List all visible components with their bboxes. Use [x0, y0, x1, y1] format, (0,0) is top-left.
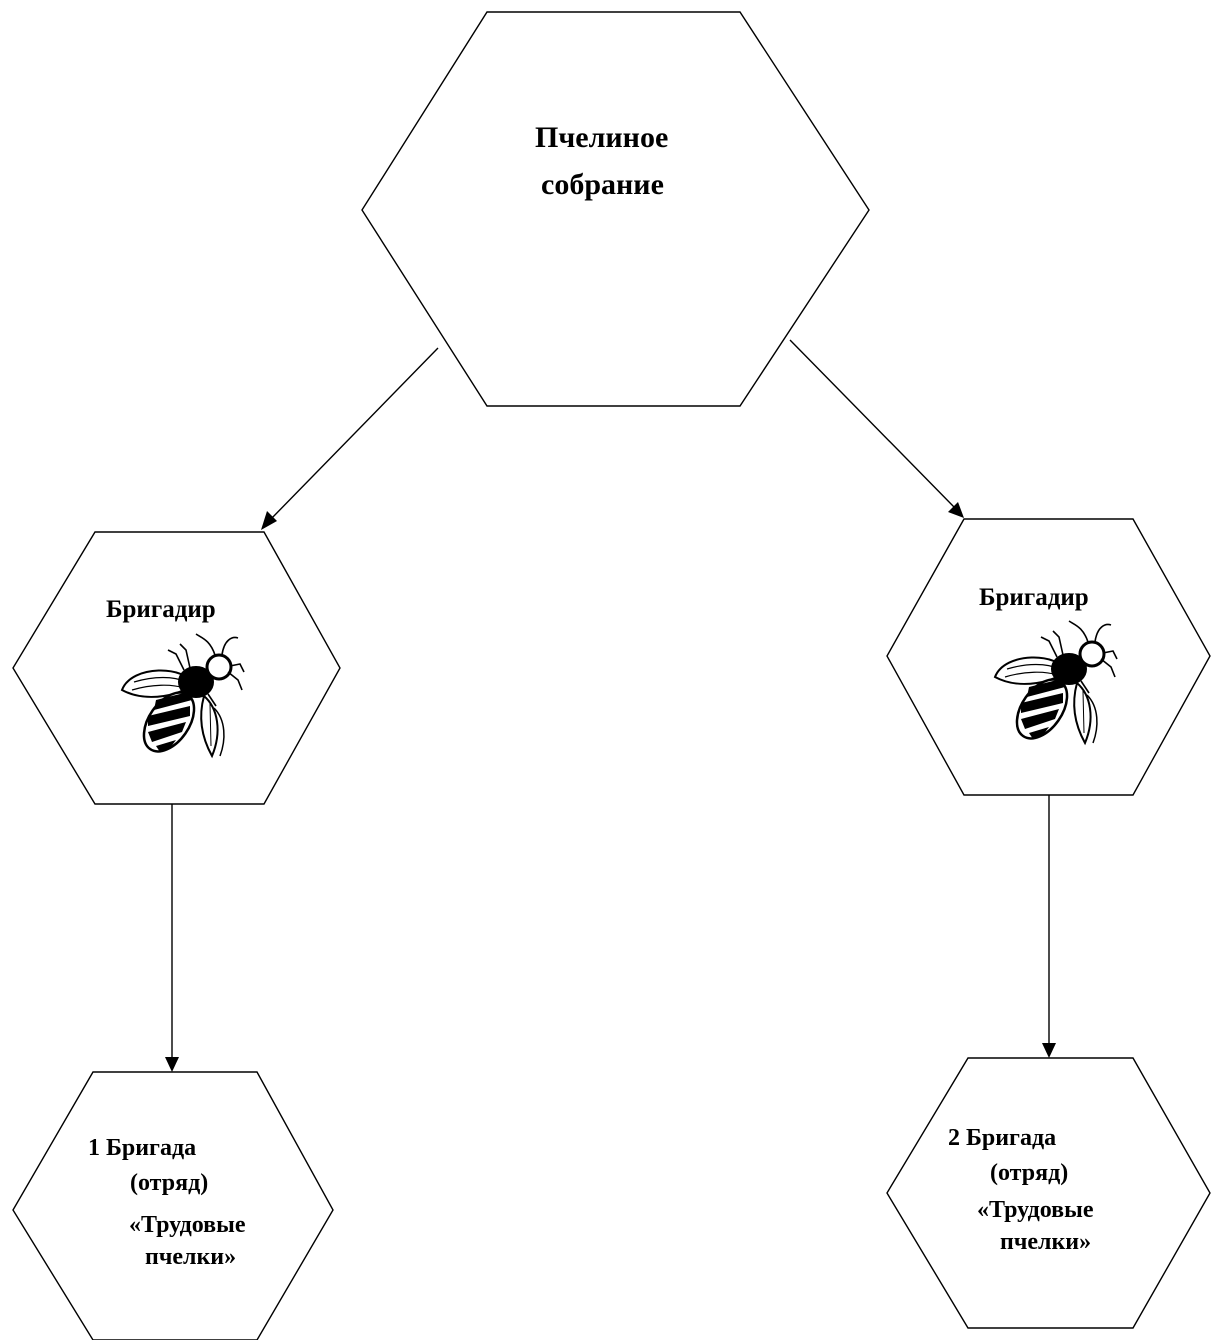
arrowhead-brigade-1 [165, 1057, 179, 1072]
hex-node-brigade-1 [12, 1071, 334, 1340]
root-label-line-1: Пчелиное [535, 121, 669, 154]
hex-node-brigade-2 [886, 1057, 1211, 1329]
brigade-2-label-line-1: 2 Бригада [948, 1125, 1057, 1151]
brigade-1-label-line-2: (отряд) [130, 1170, 209, 1196]
arrowhead-right-brigadier [948, 502, 964, 518]
brigade-1-label-line-1: 1 Бригада [88, 1135, 197, 1161]
root-label-line-2: собрание [541, 168, 664, 201]
hex-node-root [361, 11, 870, 407]
edge-root-to-left-brigadier [269, 347, 439, 521]
brigadier-left-label: Бригадир [106, 596, 216, 623]
brigade-2-label-line-3: «Трудовые [977, 1197, 1094, 1223]
brigade-1-label-line-4: пчелки» [145, 1244, 237, 1270]
brigade-2-label-line-4: пчелки» [1000, 1229, 1092, 1255]
edge-root-to-right-brigadier [789, 339, 956, 509]
arrowhead-left-brigadier [261, 511, 277, 530]
brigade-2-label-line-2: (отряд) [990, 1160, 1069, 1186]
brigade-1-label-line-3: «Трудовые [129, 1212, 246, 1238]
arrowhead-brigade-2 [1042, 1043, 1056, 1058]
brigadier-right-label: Бригадир [979, 584, 1089, 611]
connectors [165, 339, 1056, 1072]
hex-node-brigadier-left [12, 531, 341, 805]
hex-node-brigadier-right [886, 518, 1211, 796]
